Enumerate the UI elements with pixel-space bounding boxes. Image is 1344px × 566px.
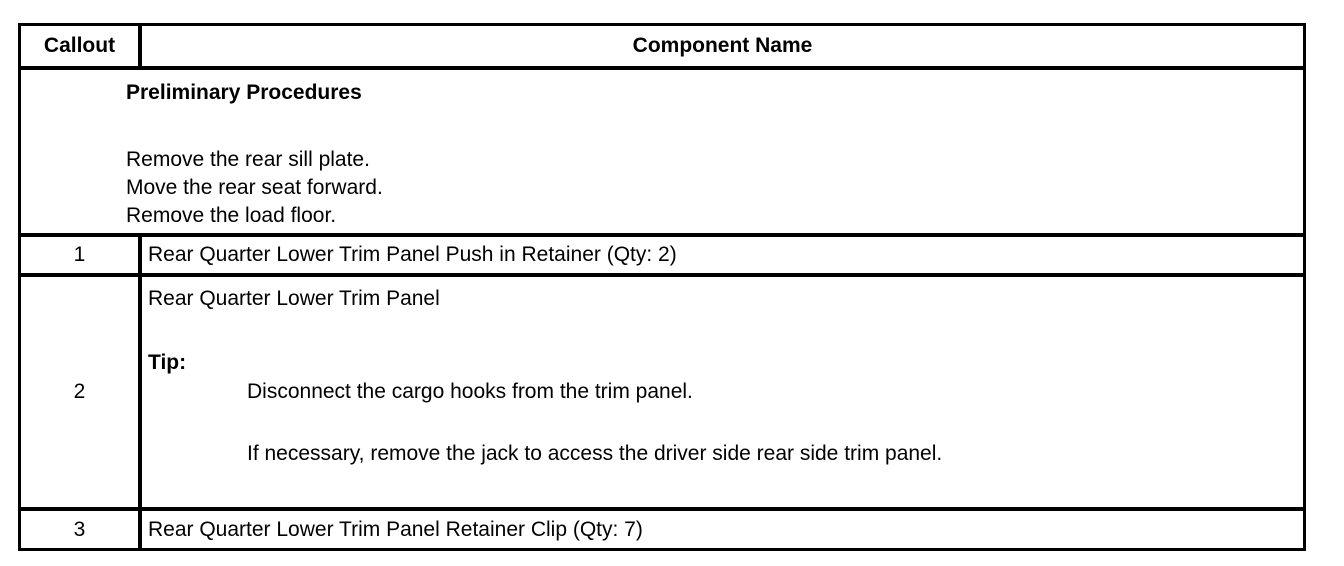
tip-text: Disconnect the cargo hooks from the trim…	[247, 380, 693, 403]
table-row: 3 Rear Quarter Lower Trim Panel Retainer…	[21, 507, 1303, 548]
column-divider	[138, 511, 142, 548]
callout-number: 2	[73, 380, 86, 403]
callout-number: 1	[73, 243, 86, 266]
header-component-name: Component Name	[632, 34, 813, 57]
table-header-row: Callout Component Name	[21, 26, 1303, 66]
tip-text: If necessary, remove the jack to access …	[247, 442, 943, 465]
component-table: Callout Component Name Preliminary Proce…	[18, 23, 1306, 551]
preliminary-step: Move the rear seat forward.	[126, 176, 383, 199]
preliminary-title: Preliminary Procedures	[126, 81, 362, 104]
tip-label: Tip:	[148, 351, 187, 374]
table-row: 1 Rear Quarter Lower Trim Panel Push in …	[21, 233, 1303, 273]
header-callout: Callout	[43, 34, 116, 57]
component-name: Rear Quarter Lower Trim Panel Retainer C…	[148, 517, 643, 541]
preliminary-steps: Remove the rear sill plate. Move the rea…	[126, 146, 383, 230]
component-name: Rear Quarter Lower Trim Panel Push in Re…	[148, 243, 677, 266]
column-divider	[138, 237, 142, 273]
preliminary-step: Remove the rear sill plate.	[126, 148, 370, 171]
preliminary-row: Preliminary Procedures Remove the rear s…	[21, 66, 1303, 233]
table-row: 2 Rear Quarter Lower Trim Panel Tip: Dis…	[21, 273, 1303, 507]
column-divider	[138, 277, 142, 507]
component-name: Rear Quarter Lower Trim Panel	[148, 287, 440, 310]
preliminary-procedures: Preliminary Procedures Remove the rear s…	[126, 70, 383, 230]
preliminary-step: Remove the load floor.	[126, 204, 337, 227]
callout-number: 3	[73, 517, 86, 541]
component-name-cell: Rear Quarter Lower Trim Panel Tip: Disco…	[142, 277, 1303, 507]
column-divider	[138, 26, 142, 66]
